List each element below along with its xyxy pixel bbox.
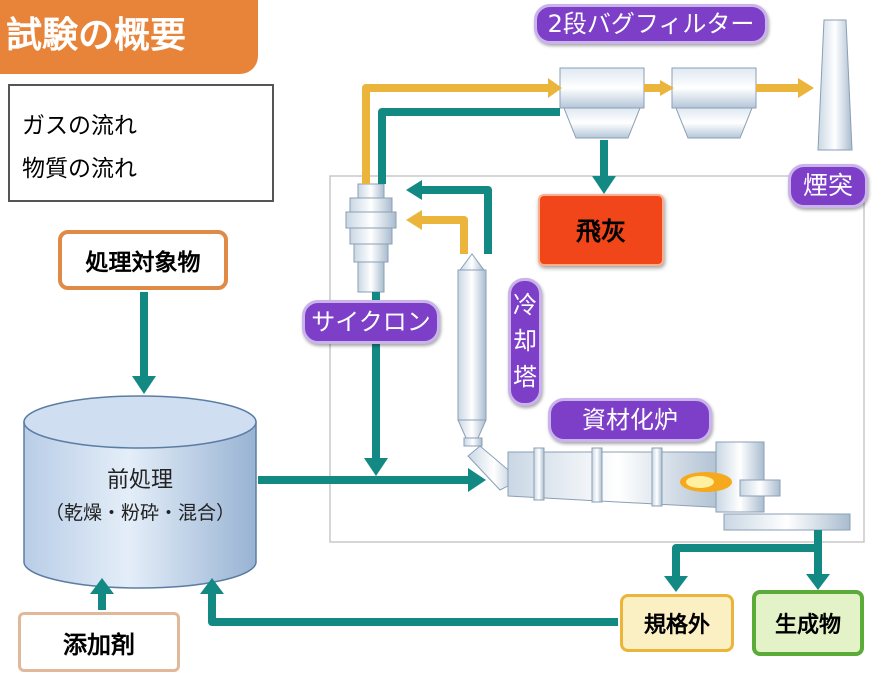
cooling-tower-label-1: 冷 xyxy=(513,291,537,319)
fly-ash-box: 飛灰 xyxy=(538,194,664,266)
cooling-tower-label-2: 却 xyxy=(513,327,537,355)
pretreatment-title: 前処理 xyxy=(106,468,173,493)
diagram-title: 試験の概要 xyxy=(0,0,258,74)
pretreatment-detail: （乾燥・粉砕・混合） xyxy=(44,502,235,524)
material-flow-arrows xyxy=(98,108,822,626)
cooling-tower xyxy=(457,253,487,447)
additive-box: 添加剤 xyxy=(18,612,180,672)
legend: ガスの流れ 物質の流れ xyxy=(8,84,274,202)
pretreatment-tank xyxy=(23,395,257,589)
product-box: 生成物 xyxy=(752,590,864,656)
gas-flow-arrows xyxy=(362,84,800,254)
cooling-tower-label: 冷 却 塔 xyxy=(508,278,542,406)
target-material-box: 処理対象物 xyxy=(58,230,228,290)
cooling-tower-label-3: 塔 xyxy=(513,363,537,391)
legend-material-label: 物質の流れ xyxy=(22,156,137,182)
bag-filter-1 xyxy=(559,67,645,139)
kiln-label: 資材化炉 xyxy=(548,398,712,442)
legend-gas-label: ガスの流れ xyxy=(22,113,137,139)
off-spec-box: 規格外 xyxy=(620,594,734,652)
chimney-stack xyxy=(817,19,853,151)
gas-flow-arrowheads xyxy=(406,78,814,230)
material-flow-arrowheads xyxy=(90,176,830,594)
cyclone-unit xyxy=(345,183,397,293)
cyclone-label: サイクロン xyxy=(302,300,440,344)
chimney-label: 煙突 xyxy=(788,164,868,208)
bag-filter-label: 2段バグフィルター xyxy=(534,4,768,44)
rotary-kiln xyxy=(467,441,851,531)
bag-filter-2 xyxy=(671,67,757,139)
